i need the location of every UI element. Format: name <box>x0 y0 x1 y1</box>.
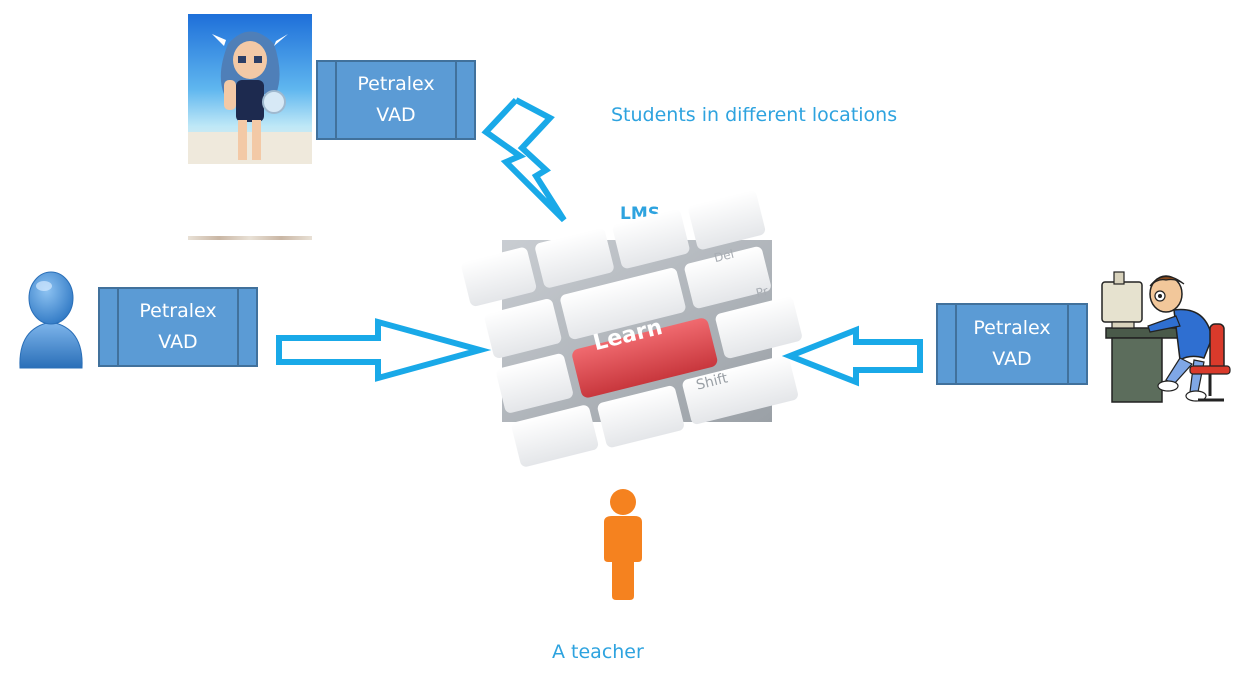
arrow-left <box>781 325 923 387</box>
vad-box-left-line2: VAD <box>158 331 198 353</box>
vad-box-left: Petralex VAD <box>98 287 258 367</box>
teacher-caption: A teacher <box>552 641 644 663</box>
shift-key-label: Shift <box>695 370 730 393</box>
vad-box-top-line1: Petralex <box>357 73 435 95</box>
keyboard-learn-key-photo: Learn Shift Del Pr <box>461 190 802 467</box>
vad-box-top: Petralex VAD <box>316 60 476 140</box>
picture-edge-fragment <box>188 236 312 240</box>
arrow-right <box>276 318 492 382</box>
vad-box-right-line1: Petralex <box>973 317 1051 339</box>
del-key-label: Del <box>713 247 736 265</box>
anime-girl-beach-picture <box>188 14 312 164</box>
orange-person-icon <box>604 489 642 600</box>
vad-box-top-line2: VAD <box>376 104 416 126</box>
lightning-bolt-arrow <box>481 97 567 223</box>
students-caption: Students in different locations <box>611 104 898 126</box>
person-at-computer-cartoon <box>1101 271 1231 403</box>
vad-box-right: Petralex VAD <box>936 303 1088 385</box>
pr-key-label: Pr <box>754 284 769 300</box>
vad-box-right-line2: VAD <box>992 348 1032 370</box>
vad-box-left-line1: Petralex <box>139 300 217 322</box>
blue-user-icon <box>19 271 83 369</box>
